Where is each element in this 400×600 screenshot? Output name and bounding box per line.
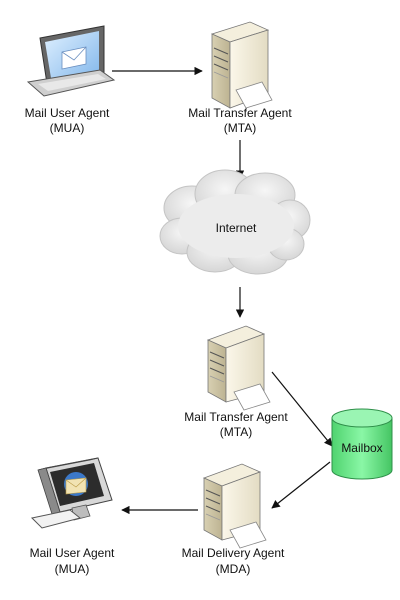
internet-node: Internet: [159, 169, 311, 275]
server-icon: [210, 21, 273, 109]
mta-bottom-node: Mail Transfer Agent (MTA): [184, 325, 288, 439]
mta-top-node: Mail Transfer Agent (MTA): [188, 21, 292, 135]
mua-top-label-line2: (MUA): [50, 121, 85, 135]
mda-label-line2: (MDA): [216, 562, 251, 576]
mta-bottom-label-line2: (MTA): [220, 425, 252, 439]
mua-top-node: Mail User Agent (MUA): [25, 25, 116, 135]
mta-bottom-label-line1: Mail Transfer Agent: [184, 410, 288, 424]
mua-bottom-node: Mail User Agent (MUA): [30, 457, 115, 576]
server-icon: [202, 463, 267, 549]
arrow-mailbox-to-mda: [271, 461, 331, 509]
mua-bottom-label-line2: (MUA): [55, 562, 90, 576]
mua-top-label-line1: Mail User Agent: [25, 106, 110, 120]
cloud-icon: [159, 169, 311, 275]
mua-bottom-label-line1: Mail User Agent: [30, 546, 115, 560]
mda-label-line1: Mail Delivery Agent: [182, 546, 285, 560]
laptop-icon: [26, 25, 116, 97]
mailbox-node: Mailbox: [331, 408, 393, 480]
mta-top-label-line1: Mail Transfer Agent: [188, 106, 292, 120]
database-cylinder-icon: [331, 408, 393, 480]
internet-label: Internet: [216, 221, 257, 235]
arrow-mta-to-mailbox: [271, 371, 333, 447]
mailbox-label: Mailbox: [341, 441, 382, 455]
mda-node: Mail Delivery Agent (MDA): [182, 463, 285, 576]
mta-top-label-line2: (MTA): [224, 121, 256, 135]
desktop-computer-icon: [30, 457, 113, 529]
server-icon: [206, 325, 271, 411]
